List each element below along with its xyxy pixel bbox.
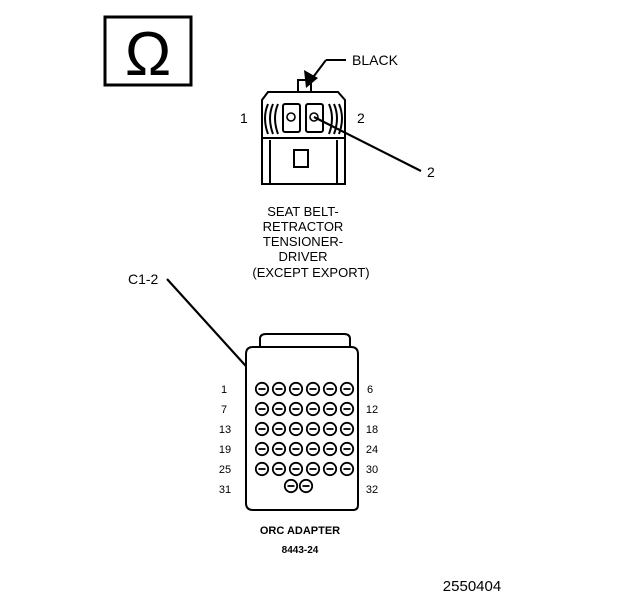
title-line: SEAT BELT-: [267, 204, 339, 219]
pin-label-left: 1: [240, 110, 248, 126]
adapter-pin: [339, 401, 355, 417]
row-label-right: 24: [366, 444, 378, 456]
title-line: RETRACTOR: [263, 219, 344, 234]
adapter-pin: [322, 401, 338, 417]
row-label-left: 7: [221, 404, 227, 416]
adapter-pin: [271, 461, 287, 477]
pin-grid: [254, 381, 355, 494]
pin-2-leader-line: [313, 116, 422, 172]
adapter-pin: [271, 401, 287, 417]
adapter-pin: [271, 441, 287, 457]
adapter-pin: [254, 461, 270, 477]
adapter-pin: [305, 441, 321, 457]
color-label: BLACK: [352, 52, 399, 68]
adapter-pin: [271, 421, 287, 437]
row-label-right: 32: [366, 484, 378, 496]
adapter-pin: [254, 441, 270, 457]
pin-label-right: 2: [357, 110, 365, 126]
adapter-pin: [254, 381, 270, 397]
row-label-left: 31: [219, 484, 231, 496]
adapter-pin: [288, 401, 304, 417]
title-line: (EXCEPT EXPORT): [252, 265, 369, 280]
black-pointer-arrow: [304, 59, 346, 88]
adapter-pin: [305, 401, 321, 417]
adapter-pin: [298, 478, 314, 494]
adapter-pin: [288, 421, 304, 437]
row-label-right: 18: [366, 424, 378, 436]
row-label-left: 13: [219, 424, 231, 436]
adapter-pin: [305, 381, 321, 397]
adapter-pin: [322, 381, 338, 397]
adapter-pin: [339, 381, 355, 397]
adapter-pin: [283, 478, 299, 494]
row-labels-left: 1 7 13 19 25 31: [219, 384, 231, 496]
adapter-pin: [339, 461, 355, 477]
title-line: TENSIONER-: [263, 234, 343, 249]
row-label-right: 30: [366, 464, 378, 476]
adapter-callout-label: C1-2: [128, 271, 159, 287]
ohmmeter-icon: Ω: [103, 15, 193, 89]
adapter-pin: [271, 381, 287, 397]
cavity-1: [282, 103, 301, 133]
figure-id: 2550404: [443, 578, 501, 595]
row-label-right: 6: [367, 384, 373, 396]
adapter-pin: [288, 441, 304, 457]
row-labels-right: 6 12 18 24 30 32: [366, 384, 378, 496]
adapter-name: ORC ADAPTER: [260, 525, 340, 537]
adapter-pin: [305, 421, 321, 437]
adapter-pin: [322, 441, 338, 457]
adapter-pin: [254, 421, 270, 437]
row-label-left: 25: [219, 464, 231, 476]
pin-callout-label: 2: [427, 164, 435, 180]
seat-belt-connector: [261, 59, 422, 185]
adapter-pin: [339, 441, 355, 457]
ohm-symbol: Ω: [125, 20, 171, 89]
adapter-pin: [288, 381, 304, 397]
orc-adapter-connector: [245, 333, 359, 511]
adapter-pin: [322, 421, 338, 437]
row-label-right: 12: [366, 404, 378, 416]
row-label-left: 1: [221, 384, 227, 396]
row-label-left: 19: [219, 444, 231, 456]
adapter-pin: [254, 401, 270, 417]
adapter-pin: [322, 461, 338, 477]
adapter-pin: [305, 461, 321, 477]
adapter-pin: [288, 461, 304, 477]
adapter-pin: [339, 421, 355, 437]
connector-title: SEAT BELT- RETRACTOR TENSIONER- DRIVER (…: [252, 204, 369, 280]
adapter-part-number: 8443-24: [282, 545, 319, 556]
title-line: DRIVER: [278, 249, 327, 264]
